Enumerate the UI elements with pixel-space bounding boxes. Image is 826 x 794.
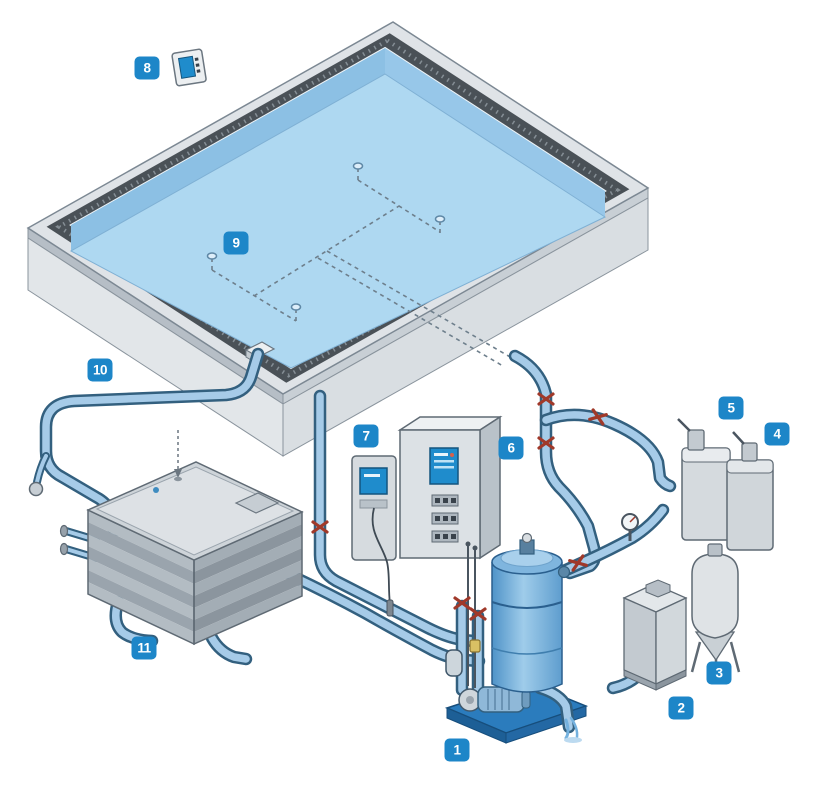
brass-valve [469, 639, 481, 653]
valve [311, 520, 329, 534]
cabinet-terminal-row [431, 512, 459, 525]
dosing-canister-right [726, 431, 774, 551]
callout-badge-11: 11 [131, 636, 157, 660]
control-cabinet [397, 415, 503, 560]
wall-control-panel [171, 48, 207, 87]
callout-badge-7: 7 [353, 424, 379, 448]
valve [453, 596, 471, 610]
inlet-nozzle [206, 252, 218, 260]
inlet-nozzle [352, 162, 364, 170]
dosing-pump-head [687, 429, 705, 451]
wall-panel-screen [177, 55, 197, 79]
vent-port [153, 487, 159, 493]
measuring-controller [351, 455, 397, 617]
cabinet-terminal-row [431, 530, 459, 543]
dissolving-tank [690, 543, 741, 684]
tank-inlet-fitting [557, 565, 571, 579]
drain-valve-knob [28, 481, 44, 497]
flange [59, 524, 69, 538]
filter-tank [491, 562, 563, 693]
callout-badge-5: 5 [718, 396, 744, 420]
heat-exchanger [86, 430, 304, 646]
valve [568, 554, 588, 572]
callout-badge-10: 10 [87, 358, 113, 382]
valve [588, 408, 608, 426]
dosing-pump-head [741, 442, 758, 462]
dosing-canister-left [677, 418, 731, 541]
prefilter-pot [445, 649, 463, 677]
tank-lid-cap [521, 532, 533, 544]
callout-badge-2: 2 [668, 696, 694, 720]
floor-inlet-piping [206, 162, 513, 367]
valve [537, 436, 555, 450]
callout-badge-6: 6 [498, 436, 524, 460]
sensor-cable [371, 507, 391, 605]
pool-concrete-right [282, 197, 649, 457]
pool [26, 21, 650, 457]
cabinet-terminal-row [431, 494, 459, 507]
flange [59, 542, 69, 556]
valves-and-gauges [311, 392, 639, 743]
valve [537, 392, 555, 406]
chemical-storage-container [622, 579, 688, 691]
callout-badge-4: 4 [764, 422, 790, 446]
controller-display [359, 467, 388, 495]
callout-badge-3: 3 [706, 661, 732, 685]
callout-badge-8: 8 [134, 56, 160, 80]
valve [469, 607, 487, 621]
inlet-nozzle [434, 215, 446, 223]
inlet-nozzle [290, 303, 302, 311]
filter-pump-unit [444, 532, 589, 744]
flow-arrow [174, 469, 182, 478]
heat-exchanger-fins [88, 510, 302, 644]
pool-wall-far-left [71, 48, 385, 251]
callout-badge-9: 9 [223, 231, 249, 255]
pool-wall-far-right [385, 48, 605, 217]
callout-badge-1: 1 [444, 738, 470, 762]
water-splash [564, 716, 582, 743]
sensor-probe [386, 599, 394, 617]
heat-exchanger-hatch [234, 492, 280, 514]
pool-floor [69, 73, 607, 369]
